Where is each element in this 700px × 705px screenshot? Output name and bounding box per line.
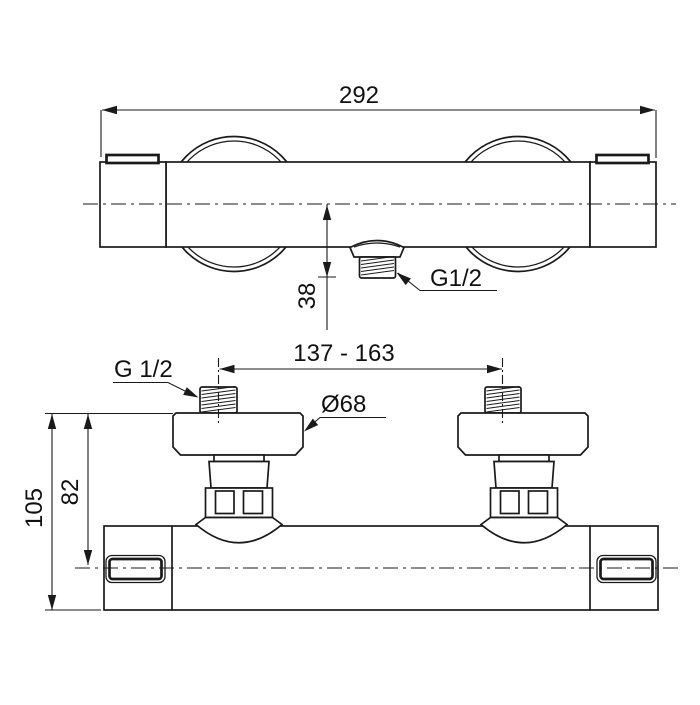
nut-facet-left-b: [242, 490, 264, 515]
nut-facet-right-b: [527, 490, 549, 515]
inlet-thread-left-hatch: [201, 386, 236, 413]
dim-total-depth-label: 105: [21, 488, 48, 528]
top-view: 292 38 G1/2: [83, 82, 676, 330]
label-inlet-thread: G 1/2: [113, 356, 199, 398]
skirt-left: [194, 516, 284, 544]
escutcheon-flange-right: [457, 412, 589, 456]
front-view: 137 - 163 G 1/2 Ø68 105 82: [21, 340, 682, 611]
neck-left: [208, 460, 270, 489]
dim-overall-width: 292: [100, 82, 657, 158]
dim-overall-width-label: 292: [339, 82, 379, 109]
supply-leg-right: [457, 386, 589, 544]
dim-outlet-drop: 38: [294, 204, 336, 330]
outlet-thread-hatch: [360, 256, 395, 276]
nut-facet-left-a: [214, 490, 235, 515]
handle-grip-tab-right: [595, 153, 650, 165]
skirt-right: [479, 516, 569, 544]
neck-right: [493, 460, 555, 489]
handle-grip-left: [105, 554, 166, 584]
handle-grip-right: [596, 554, 657, 584]
outlet-thread: [358, 256, 397, 279]
dim-axis-depth: 82: [57, 414, 93, 565]
label-escutcheon-diameter-text: Ø68: [321, 391, 366, 418]
collar-right: [498, 454, 550, 463]
label-escutcheon-diameter: Ø68: [304, 391, 386, 432]
dim-outlet-drop-label: 38: [294, 283, 321, 310]
dim-total-depth: 105: [21, 414, 57, 610]
nut-facet-right-a: [499, 490, 520, 515]
escutcheon-flange-left: [172, 412, 304, 456]
collar-left: [213, 454, 265, 463]
outlet-boss: [348, 239, 406, 279]
label-outlet-thread: G1/2: [396, 265, 497, 292]
label-inlet-thread-text: G 1/2: [114, 356, 173, 383]
label-outlet-thread-text: G1/2: [430, 265, 482, 292]
dim-center-distance: 137 - 163: [217, 340, 504, 424]
handle-grip-tab-left: [105, 153, 160, 165]
dim-axis-depth-label: 82: [57, 479, 84, 506]
dim-center-distance-label: 137 - 163: [293, 340, 394, 367]
supply-leg-left: [172, 386, 304, 544]
